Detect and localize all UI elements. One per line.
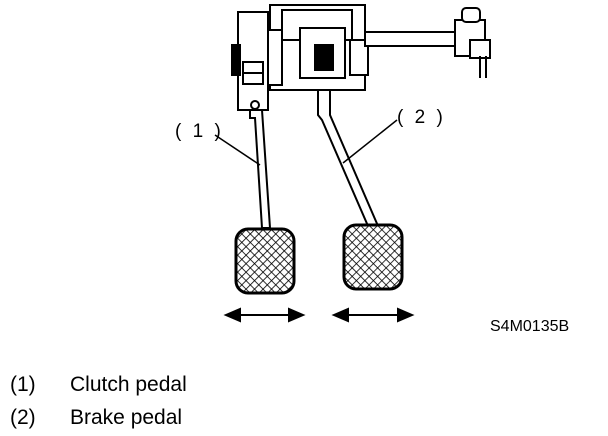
brake-pedal-pad [342, 223, 404, 291]
legend-label: Clutch pedal [70, 373, 187, 396]
pedal-assembly-diagram [214, 4, 491, 323]
legend-item-clutch: (1) Clutch pedal [10, 373, 187, 397]
legend-number: (1) [10, 373, 36, 396]
movement-arrows [223, 307, 415, 323]
legend-label: Brake pedal [70, 406, 183, 429]
clutch-movement-arrow [223, 307, 306, 323]
clutch-pedal [234, 109, 296, 295]
clutch-pedal-pad [234, 227, 296, 295]
clutch-pedal-arm [249, 109, 272, 229]
leader-lines [214, 119, 398, 166]
legend-number: (2) [10, 406, 36, 429]
figure-code: S4M0135B [490, 318, 570, 335]
leader-line-1 [214, 134, 261, 166]
brake-movement-arrow [331, 307, 415, 323]
bracket-assembly [231, 4, 491, 111]
brake-pedal [317, 89, 404, 291]
callout-label-2: ( 2 ) [397, 107, 446, 128]
brake-pedal-arm [317, 89, 380, 227]
leader-line-2 [342, 119, 398, 164]
callout-label-1: ( 1 ) [175, 121, 224, 142]
legend-item-brake: (2) Brake pedal [10, 406, 182, 430]
